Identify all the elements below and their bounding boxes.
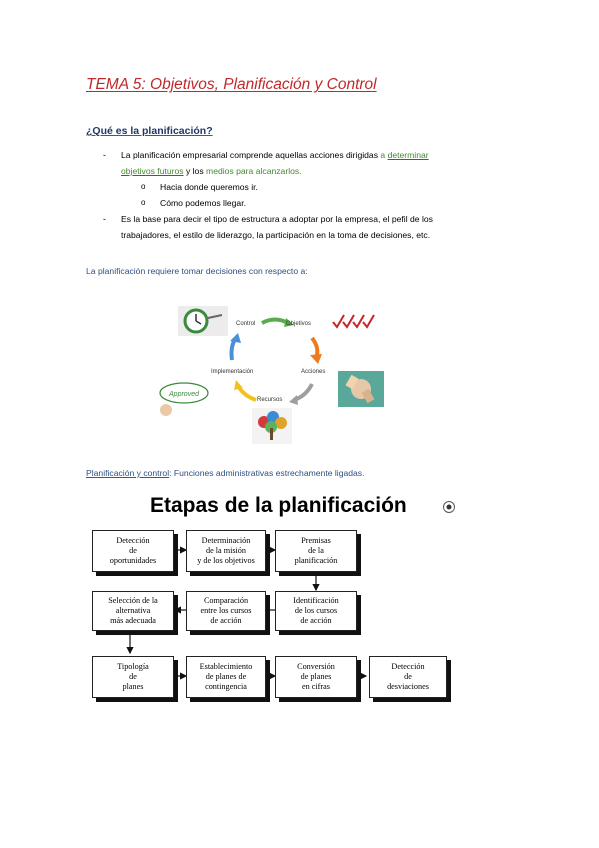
circle-bullet-icon: o	[141, 198, 146, 207]
planning-cycle-diagram: Approved	[159, 306, 384, 444]
tree-icon	[252, 408, 292, 444]
cycle-label-acciones: Acciones	[301, 369, 326, 375]
cycle-label-implementacion: Implementación	[211, 369, 254, 375]
arrow-head	[234, 380, 243, 390]
p1-text: La planificación empresarial comprende a…	[121, 150, 381, 160]
dash-bullet: -	[103, 214, 106, 224]
sub-bullet-1: Hacia donde queremos ir.	[160, 182, 258, 192]
arrow-head	[310, 354, 322, 364]
step-mision-objetivos: Determinación de la misión y de los obje…	[186, 530, 266, 572]
checkmarks-icon	[332, 314, 375, 329]
p1-link-a: a	[380, 150, 388, 160]
arrow-head	[289, 395, 298, 405]
step-deteccion-desviaciones: Detección de desviaciones	[369, 656, 447, 698]
control-line-term: Planificación y control	[86, 468, 170, 478]
arrow-head	[230, 333, 241, 343]
page-title: TEMA 5: Objetivos, Planificación y Contr…	[86, 76, 377, 93]
p1-link-objetivos: objetivos futuros	[121, 166, 184, 176]
dash-bullet: -	[103, 150, 106, 160]
step-seleccion-alternativa: Selección de la alternativa más adecuada	[92, 591, 174, 631]
step-planes-contingencia: Establecimiento de planes de contingenci…	[186, 656, 266, 698]
paragraph-2: Es la base para decir el tipo de estruct…	[121, 211, 511, 243]
approved-badge-label: Approved	[168, 391, 200, 398]
sub-bullet-2: Cómo podemos llegar.	[160, 198, 246, 208]
control-line: Planificación y control: Funciones admin…	[86, 468, 365, 478]
clock-icon	[178, 306, 228, 336]
cycle-label-recursos: Recursos	[257, 397, 283, 403]
step-premisas: Premisas de la planificación	[275, 530, 357, 572]
p1-link-medios: medios para alcanzarlos.	[206, 166, 302, 176]
paragraph-1: La planificación empresarial comprende a…	[121, 147, 501, 179]
step-identificacion-cursos: Identificación de los cursos de acción	[275, 591, 357, 631]
control-line-desc: : Funciones administrativas estrechament…	[169, 468, 365, 478]
arrow-head	[284, 318, 294, 327]
decision-text: La planificación requiere tomar decision…	[86, 266, 308, 276]
p1-link-determinar: determinar	[387, 150, 429, 160]
logo-icon	[443, 500, 455, 513]
cycle-label-objetivos: Objetivos	[286, 321, 312, 327]
p2-line-2: trabajadores, el estilo de liderazgo, la…	[121, 230, 431, 240]
cycle-label-control: Control	[236, 321, 256, 327]
diagram-heading: Etapas de la planificación	[150, 494, 407, 517]
section-heading: ¿Qué es la planificación?	[86, 125, 213, 137]
hands-icon	[338, 371, 384, 407]
p1-text-2: y los	[183, 166, 207, 176]
step-conversion-cifras: Conversión de planes en cifras	[275, 656, 357, 698]
step-comparacion-cursos: Comparación entre los cursos de acción	[186, 591, 266, 631]
circle-bullet-icon: o	[141, 182, 146, 191]
approved-badge-icon: Approved	[159, 382, 209, 416]
step-deteccion-oportunidades: Detección de oportunidades	[92, 530, 174, 572]
p2-line-1: Es la base para decir el tipo de estruct…	[121, 214, 433, 224]
step-tipologia-planes: Tipología de planes	[92, 656, 174, 698]
